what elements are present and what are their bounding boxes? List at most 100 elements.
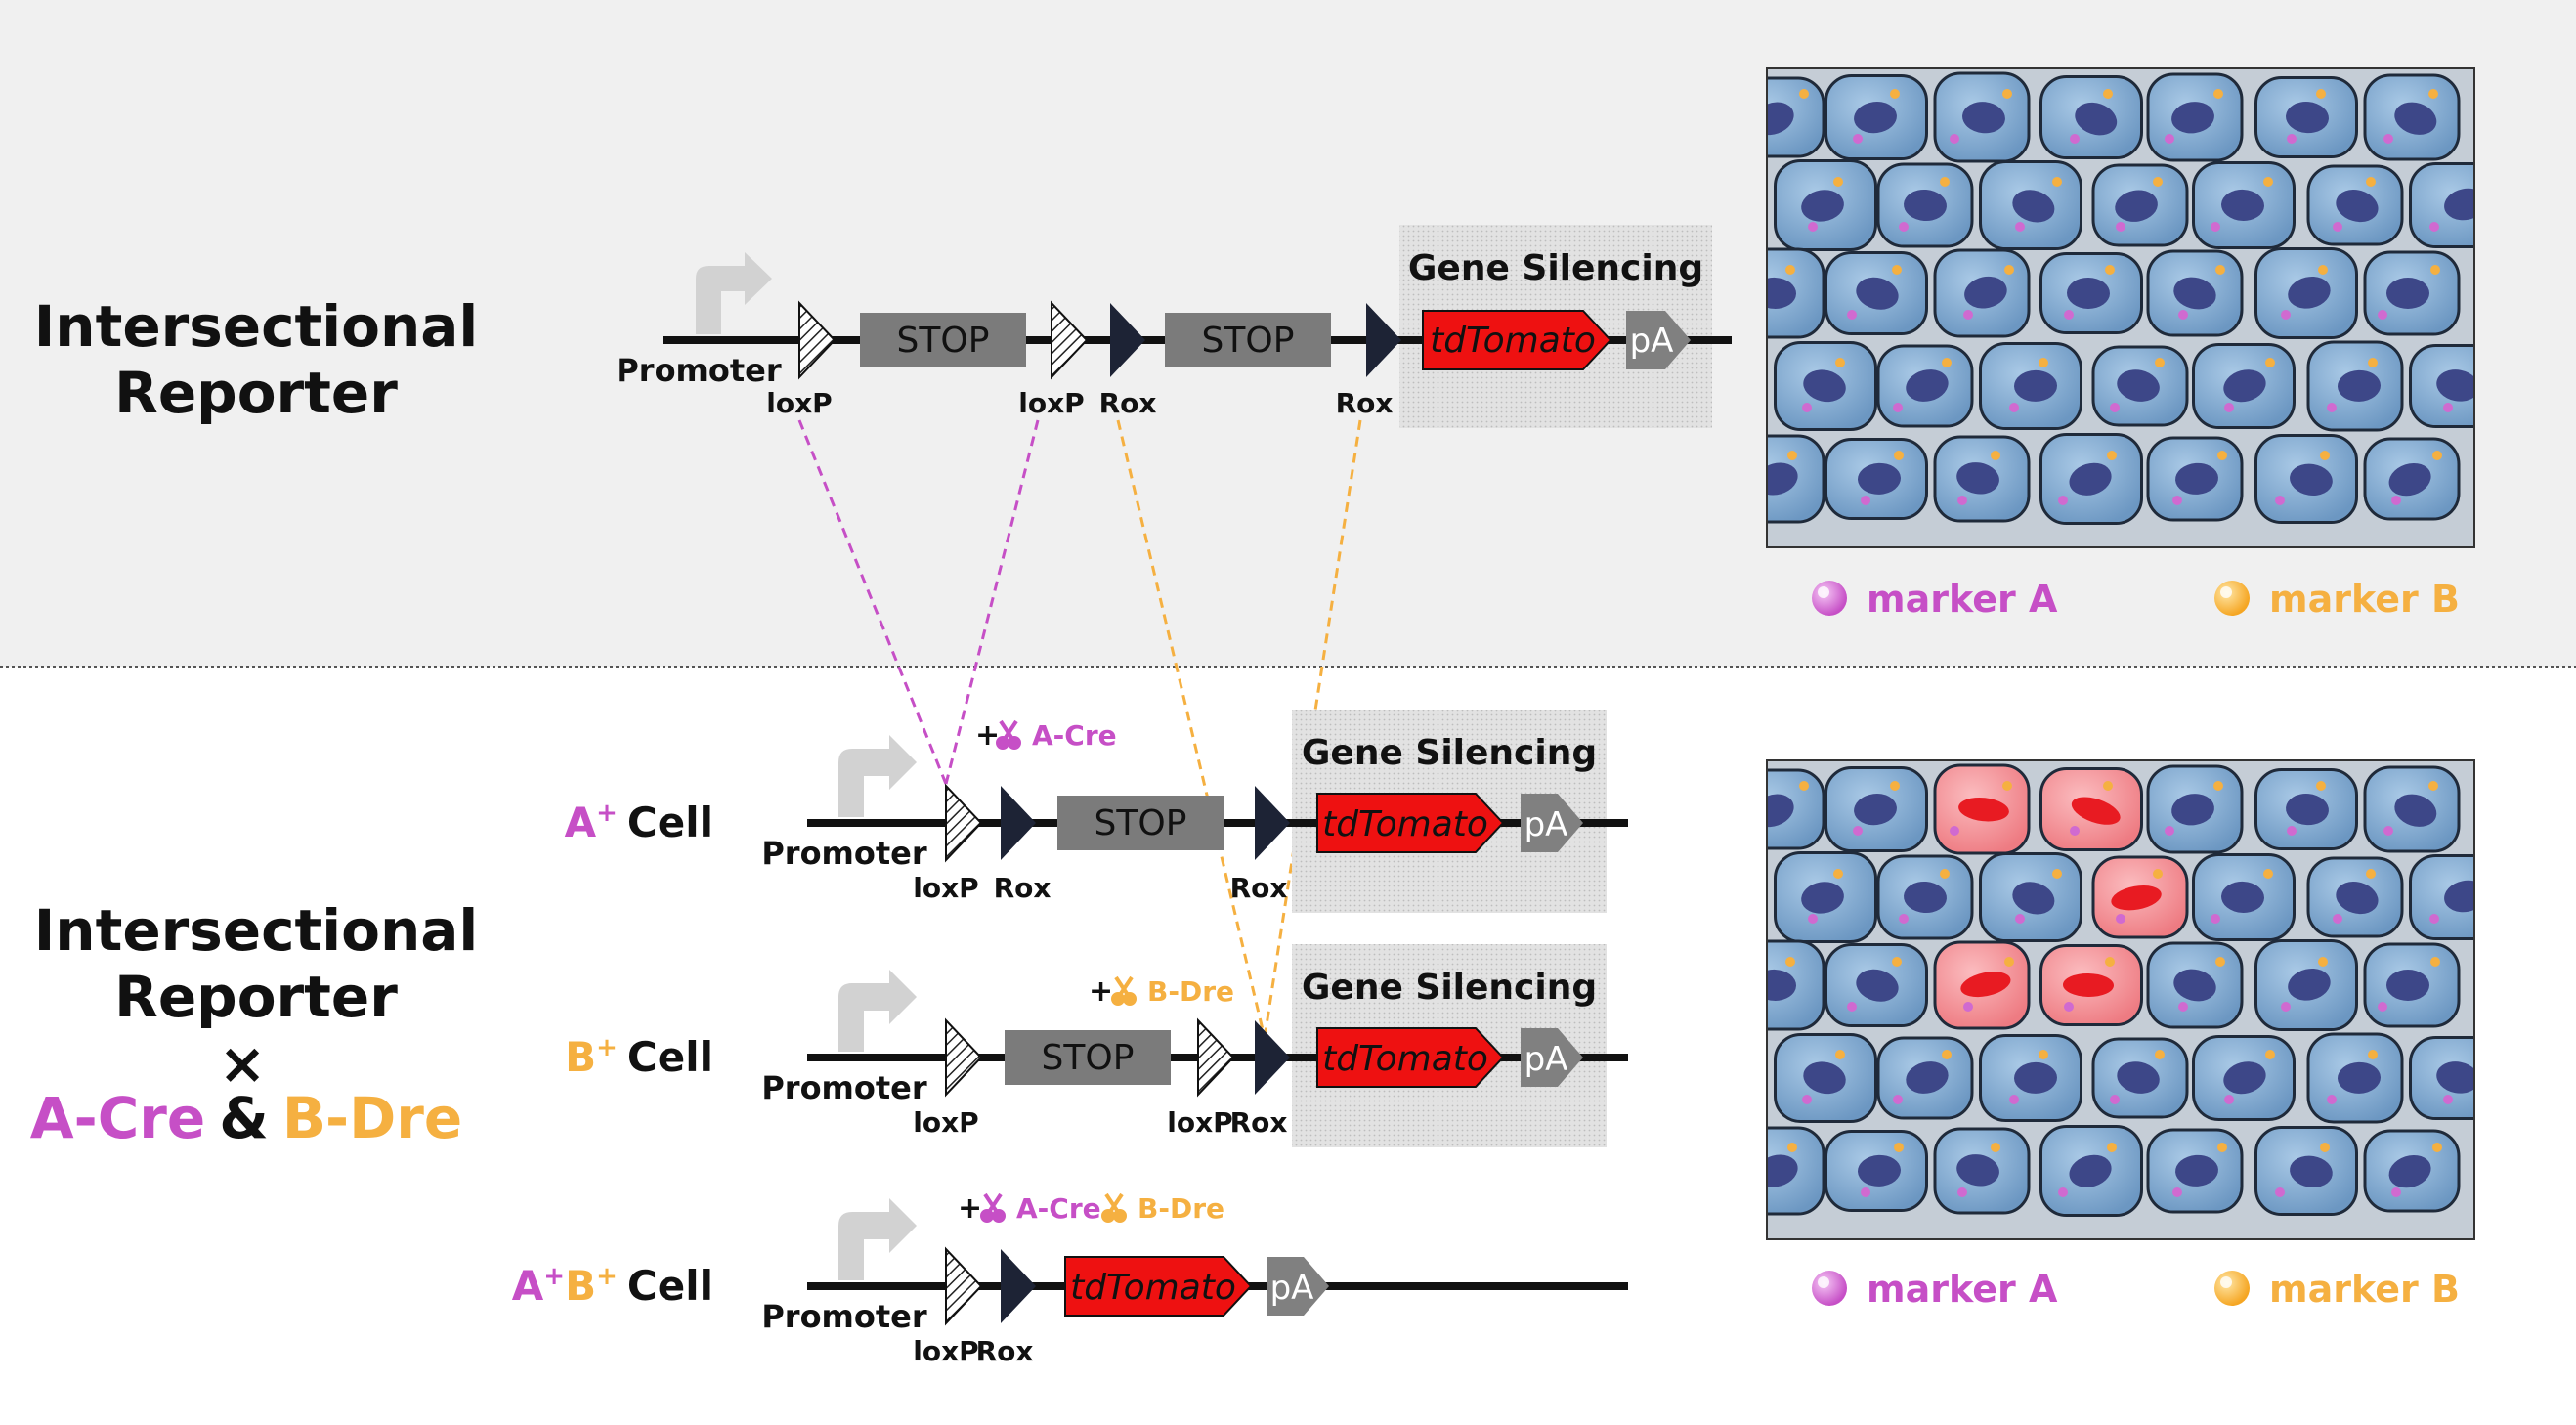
marker-a-dot — [2287, 826, 2297, 836]
rox-site-2 — [1366, 303, 1401, 377]
nucleus — [1906, 1061, 1949, 1094]
marker-a-dot — [2391, 496, 2401, 505]
nucleus — [1962, 102, 2005, 134]
loxp-label-1: loxP — [766, 387, 832, 419]
marker-b-dot — [2052, 177, 2062, 187]
tdtomato-gene — [1422, 310, 1612, 370]
nucleus — [1803, 369, 1846, 403]
nucleus — [2014, 1061, 2057, 1094]
marker-b-dot — [1890, 89, 1900, 99]
marker-a-dot — [2009, 1095, 2019, 1104]
tissue-top — [1766, 67, 2475, 548]
loxp-site-1 — [945, 1017, 983, 1098]
marker-b-dot — [2318, 265, 2328, 275]
recombination-guides — [797, 419, 1362, 1039]
gene-silencing-label: Gene Silencing — [1302, 968, 1597, 1008]
nucleus — [1856, 969, 1899, 1002]
marker-b-dot — [2217, 451, 2227, 460]
nucleus — [2223, 1061, 2266, 1095]
marker-b-dot — [1890, 781, 1900, 791]
nucleus — [1904, 881, 1947, 914]
marker-b-dot — [2263, 869, 2273, 879]
rox-site — [1001, 1249, 1036, 1323]
marker-b-dot — [1894, 1143, 1904, 1152]
marker-a-dot — [2009, 403, 2019, 412]
promoter-label: Promoter — [761, 835, 927, 872]
marker-a-dot — [2015, 222, 2025, 232]
nucleus — [2221, 881, 2264, 913]
marker-a-dot — [2383, 826, 2393, 836]
nucleus — [1767, 1154, 1798, 1188]
loxp-label-2: loxP — [1167, 1106, 1232, 1139]
marker-b-dot — [2428, 89, 2438, 99]
rox-site — [1255, 1020, 1290, 1095]
marker-b-label: marker B — [2269, 578, 2460, 621]
marker-b-dot — [2318, 957, 2328, 967]
nucleus — [1906, 369, 1949, 402]
marker-a-dot — [1861, 1188, 1870, 1197]
nucleus — [1856, 277, 1899, 310]
marker-b-dot — [2107, 451, 2117, 460]
marker-b-dot — [2213, 781, 2223, 791]
marker-a-dot — [2429, 222, 2439, 232]
pa-label: pA — [1630, 322, 1674, 361]
marker-a-dot — [2064, 310, 2074, 320]
nucleus — [1904, 189, 1947, 222]
marker-a-dot — [2116, 222, 2125, 232]
ampersand: & — [219, 1085, 269, 1151]
rox-site-1 — [1001, 786, 1036, 860]
tissue-bottom — [1756, 759, 2488, 1240]
marker-b-dot — [2107, 1143, 2117, 1152]
nucleus — [2388, 1154, 2431, 1188]
marker-a-dot — [2327, 1095, 2337, 1104]
marker-b-dot — [1785, 957, 1795, 967]
marker-b-dot — [2105, 265, 2115, 275]
rox-label-2: Rox — [1336, 387, 1394, 419]
ab-enzyme-plus: + — [958, 1191, 982, 1226]
nucleus — [1958, 797, 2009, 822]
row-ab-cell: A+B+Cell + A-Cre B-Dre Promoter loxP Rox… — [512, 1191, 1628, 1367]
marker-a-dot — [2116, 914, 2125, 924]
promoter-arrow-icon — [696, 252, 772, 334]
loxp-site-1 — [798, 300, 837, 380]
nucleus — [1767, 102, 1794, 136]
marker-b-dot — [2428, 781, 2438, 791]
nucleus — [1803, 1061, 1846, 1095]
marker-a-dot — [1808, 914, 1818, 924]
marker-a-dot — [2178, 1002, 2188, 1012]
marker-a-dot — [1899, 914, 1909, 924]
marker-a-dot — [2281, 1002, 2291, 1012]
marker-b-dot — [2002, 781, 2012, 791]
marker-b-dot — [2368, 358, 2378, 367]
marker-b-dot — [2155, 1050, 2165, 1059]
marker-a-dot — [2110, 1095, 2120, 1104]
nucleus — [1858, 462, 1901, 495]
marker-b-dot — [2153, 177, 2163, 187]
marker-b-dot — [2004, 265, 2014, 275]
marker-a-dot — [1802, 1095, 1812, 1104]
scissors-icon — [1101, 1192, 1127, 1223]
marker-a-dot — [2281, 310, 2291, 320]
promoter-label: Promoter — [616, 352, 782, 389]
marker-a-dot — [2224, 1095, 2234, 1104]
marker-a-dot — [1847, 310, 1857, 320]
marker-b-dot — [1785, 265, 1795, 275]
nucleus — [2012, 882, 2055, 915]
marker-b-dot — [1940, 869, 1950, 879]
loxp-site — [945, 783, 983, 863]
marker-b-dot — [2478, 869, 2488, 879]
marker-a-dot — [1963, 1002, 1973, 1012]
marker-b-dot — [1835, 1050, 1845, 1059]
marker-b-dot — [1833, 177, 1843, 187]
b-cell-label: B+Cell — [565, 1033, 713, 1081]
marker-a-dot — [1756, 1002, 1766, 1012]
pa-label: pA — [1524, 805, 1568, 844]
marker-a-icon — [1812, 1271, 1847, 1306]
nucleus — [2171, 102, 2214, 134]
ab-b-dre-label: B-Dre — [1138, 1192, 1224, 1225]
marker-a-dot — [1808, 222, 1818, 232]
marker-a-dot — [2378, 1002, 2387, 1012]
marker-b-dot — [1942, 358, 1952, 367]
legend-bottom: marker A marker B — [1812, 1268, 2460, 1311]
marker-a-dot — [2165, 134, 2174, 144]
